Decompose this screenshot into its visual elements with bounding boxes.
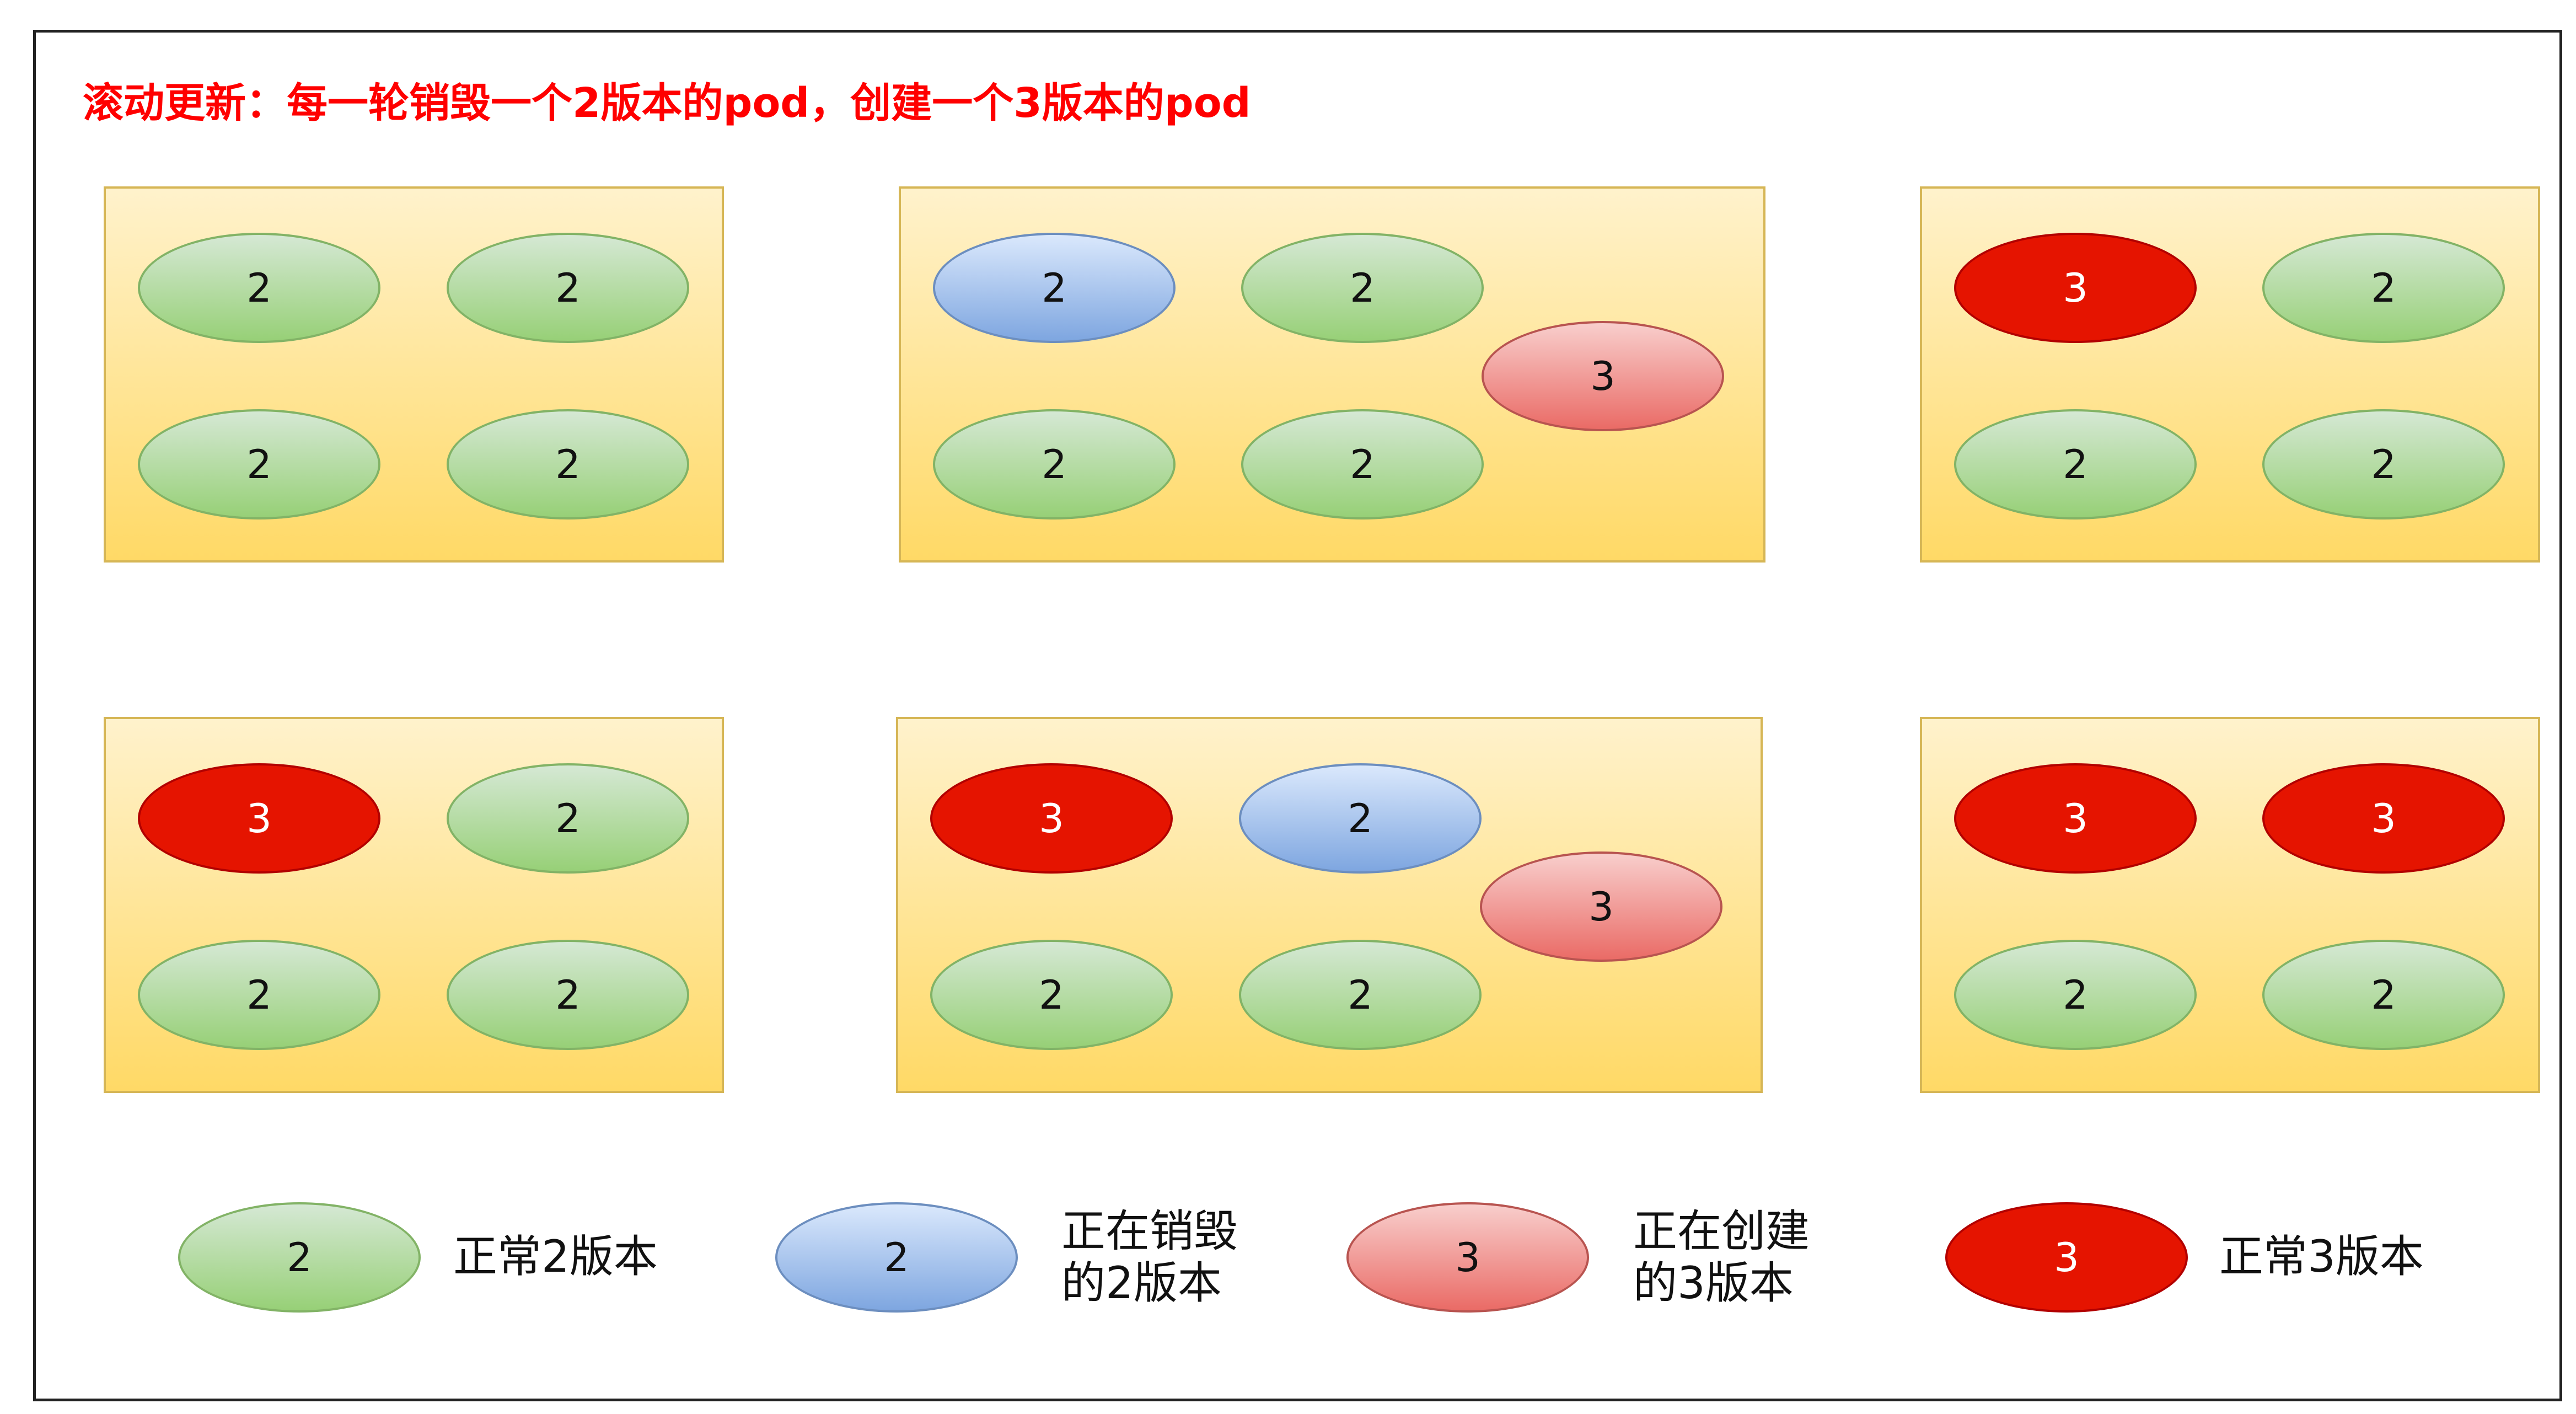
diagram-title: 滚动更新：每一轮销毁一个2版本的pod，创建一个3版本的pod (83, 79, 1251, 127)
pod-normal-v2: 2 (1954, 409, 2197, 519)
pod-normal-v3: 3 (1954, 233, 2197, 343)
stage-box-4: 3 2 2 2 (104, 717, 724, 1093)
pod-normal-v2: 2 (2262, 940, 2505, 1050)
legend-label-destroying-v2: 正在销毁 的2版本 (1061, 1206, 1238, 1309)
legend-label-normal-v2: 正常2版本 (453, 1231, 658, 1282)
pod-normal-v2: 2 (1239, 940, 1482, 1050)
legend-label-creating-v3: 正在创建 的3版本 (1633, 1206, 1810, 1309)
pod-normal-v2: 2 (2262, 409, 2505, 519)
legend-pod-destroying-v2: 2 (775, 1202, 1018, 1313)
stage-box-1: 2 2 2 2 (104, 186, 724, 563)
pod-normal-v2: 2 (447, 233, 689, 343)
pod-creating-v3: 3 (1480, 851, 1722, 962)
pod-normal-v3: 3 (1954, 763, 2197, 874)
pod-normal-v2: 2 (933, 409, 1176, 519)
legend-pod-normal-v2: 2 (178, 1202, 421, 1313)
pod-normal-v2: 2 (930, 940, 1173, 1050)
pod-normal-v2: 2 (447, 940, 689, 1050)
stage-box-3: 3 2 2 2 (1920, 186, 2540, 563)
pod-normal-v2: 2 (138, 409, 380, 519)
pod-normal-v3: 3 (2262, 763, 2505, 874)
stage-box-6: 3 3 2 2 (1920, 717, 2540, 1093)
legend-pod-creating-v3: 3 (1346, 1202, 1589, 1313)
pod-destroying-v2: 2 (1239, 763, 1482, 874)
pod-normal-v2: 2 (138, 233, 380, 343)
pod-normal-v3: 3 (138, 763, 380, 874)
pod-normal-v2: 2 (1241, 233, 1484, 343)
pod-normal-v2: 2 (447, 409, 689, 519)
stage-box-5: 3 2 2 2 3 (896, 717, 1763, 1093)
pod-normal-v2: 2 (2262, 233, 2505, 343)
pod-normal-v2: 2 (1241, 409, 1484, 519)
pod-creating-v3: 3 (1482, 321, 1724, 431)
pod-destroying-v2: 2 (933, 233, 1176, 343)
pod-normal-v2: 2 (447, 763, 689, 874)
pod-normal-v2: 2 (1954, 940, 2197, 1050)
pod-normal-v2: 2 (138, 940, 380, 1050)
stage-box-2: 2 2 2 2 3 (899, 186, 1765, 563)
legend-pod-normal-v3: 3 (1945, 1202, 2188, 1313)
pod-normal-v3: 3 (930, 763, 1173, 874)
legend-label-normal-v3: 正常3版本 (2219, 1231, 2424, 1282)
